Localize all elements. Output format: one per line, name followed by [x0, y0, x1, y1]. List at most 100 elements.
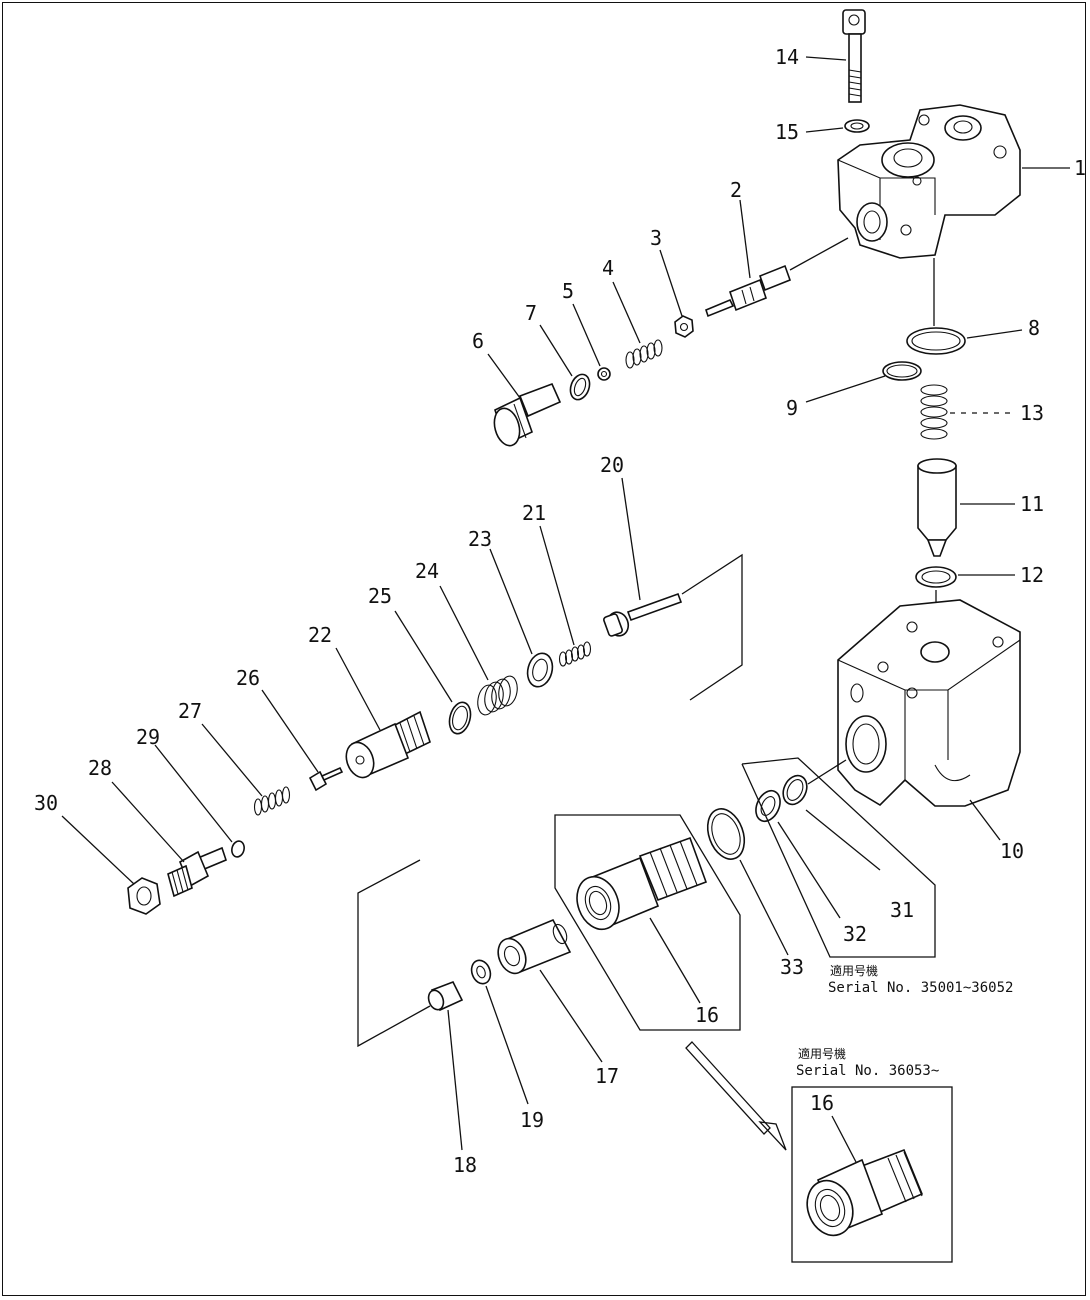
bracket-16	[554, 814, 741, 1031]
label-11: 11	[1020, 492, 1044, 516]
inset-part-16-check-valve	[806, 1148, 924, 1237]
part-13-spring	[920, 384, 948, 440]
leader-14	[805, 56, 847, 61]
leader-21	[539, 525, 575, 646]
part-25-o-ring	[448, 701, 472, 735]
label-2: 2	[730, 178, 742, 202]
leader-4	[612, 281, 641, 344]
label-24: 24	[415, 559, 439, 583]
part-29-o-ring	[231, 840, 245, 858]
part-27-spring	[253, 786, 291, 816]
leader-17	[539, 969, 603, 1063]
label-19: 19	[520, 1108, 544, 1132]
label-12: 12	[1020, 563, 1044, 587]
leader-9	[805, 375, 886, 403]
arrow-to-inset	[685, 1041, 787, 1151]
leader-30	[61, 815, 135, 885]
part-8-o-ring	[906, 327, 966, 355]
label-21: 21	[522, 501, 546, 525]
label-8: 8	[1028, 316, 1040, 340]
serial-note-2-jp: 適用号機	[798, 1046, 846, 1061]
label-14: 14	[775, 45, 799, 69]
leader-20	[621, 477, 641, 601]
label-17: 17	[595, 1064, 619, 1088]
part-28-adjusting-screw	[167, 846, 227, 898]
inset-label-16: 16	[810, 1091, 834, 1115]
label-30: 30	[34, 791, 58, 815]
leader-25	[394, 610, 453, 703]
part-30-nut	[127, 877, 161, 915]
label-4: 4	[602, 256, 614, 280]
label-23: 23	[468, 527, 492, 551]
label-25: 25	[368, 584, 392, 608]
leader-31	[805, 809, 881, 871]
label-20: 20	[600, 453, 624, 477]
leader-29	[154, 744, 233, 843]
leader-7	[539, 324, 573, 377]
part-22-cap	[345, 710, 431, 779]
label-31: 31	[890, 898, 914, 922]
leader-6	[487, 353, 521, 399]
label-27: 27	[178, 699, 202, 723]
leader-3	[659, 249, 683, 317]
serial-note-1-jp: 適用号機	[830, 963, 878, 978]
part-7-o-ring	[569, 373, 591, 401]
label-33: 33	[780, 955, 804, 979]
leader-26	[261, 689, 319, 773]
part-24-spring	[477, 675, 518, 716]
leader-28	[111, 781, 185, 863]
part-18-plug	[427, 980, 464, 1012]
label-28: 28	[88, 756, 112, 780]
inset-box	[791, 1086, 953, 1263]
label-32: 32	[843, 922, 867, 946]
part-33-o-ring	[706, 808, 746, 860]
leader-8	[966, 329, 1023, 339]
part-6-plug	[493, 382, 562, 447]
label-1: 1	[1074, 156, 1086, 180]
part-31-o-ring	[782, 774, 808, 806]
part-5-ball	[597, 367, 611, 381]
part-14-bolt	[842, 9, 866, 103]
part-1-valve-body	[837, 104, 1021, 259]
leader-19	[485, 985, 529, 1105]
bracket-18	[357, 859, 431, 1048]
part-19-washer	[470, 959, 492, 985]
label-13: 13	[1020, 401, 1044, 425]
part-16-check-valve	[576, 836, 708, 931]
part-15-washer	[844, 119, 870, 133]
leader-23	[489, 548, 533, 655]
part-21-spring	[558, 641, 592, 667]
serial-note-1: Serial No. 35001~36052	[828, 980, 1013, 996]
label-7: 7	[525, 301, 537, 325]
bracket-serial-1	[741, 757, 936, 958]
label-18: 18	[453, 1153, 477, 1177]
leader-32	[777, 821, 841, 919]
label-22: 22	[308, 623, 332, 647]
label-10: 10	[1000, 839, 1024, 863]
label-16: 16	[695, 1003, 719, 1027]
part-32-washer	[755, 789, 781, 823]
leader-33	[739, 859, 789, 956]
leader-22	[335, 647, 381, 731]
part-4-spring	[625, 339, 663, 369]
leader-2	[739, 199, 751, 279]
part-2-spool	[705, 264, 792, 318]
leader-18	[447, 1009, 463, 1151]
label-3: 3	[650, 226, 662, 250]
label-29: 29	[136, 725, 160, 749]
part-3-nut	[674, 315, 694, 338]
part-17-sleeve	[497, 918, 572, 975]
part-10-valve-body	[837, 599, 1021, 807]
serial-note-2: Serial No. 36053~	[796, 1063, 939, 1079]
leader-31-to-10	[807, 759, 847, 785]
label-9: 9	[786, 396, 798, 420]
label-15: 15	[775, 120, 799, 144]
leader-16	[649, 917, 701, 1004]
label-26: 26	[236, 666, 260, 690]
leader-27	[201, 723, 263, 797]
leader-15	[805, 127, 844, 133]
part-12-ring	[915, 566, 957, 588]
